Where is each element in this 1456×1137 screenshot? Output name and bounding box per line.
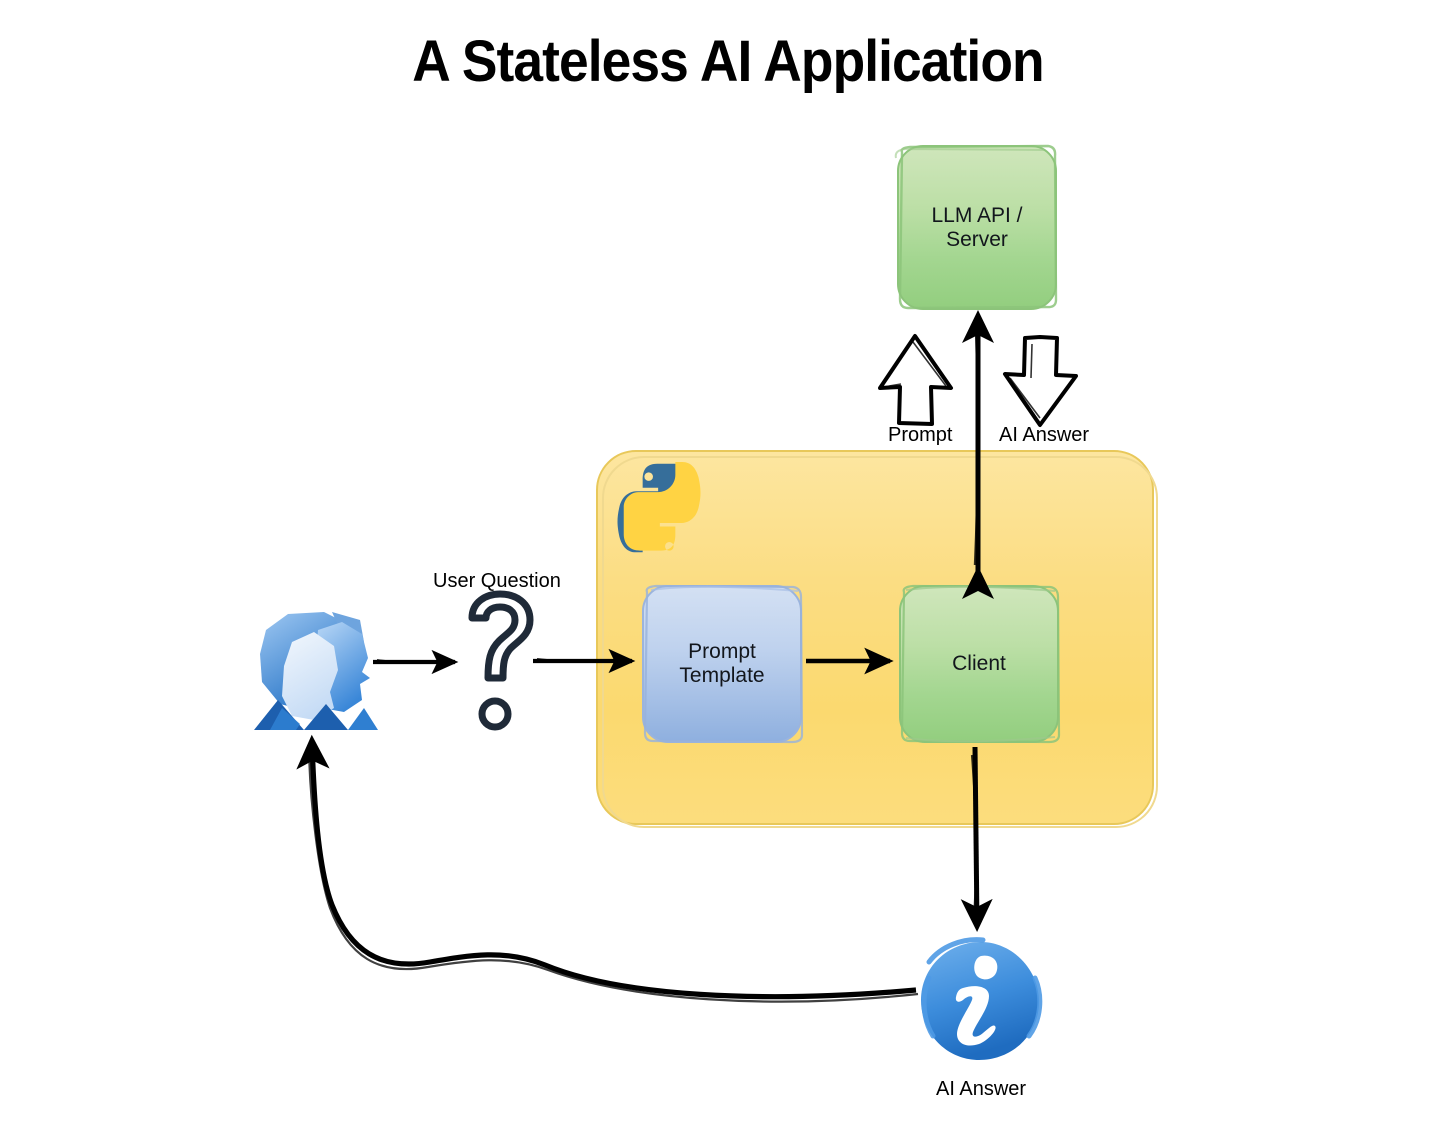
node-client[interactable]: Client (899, 585, 1059, 743)
node-prompt-template[interactable]: Prompt Template (642, 585, 802, 743)
label-ai-answer-top: AI Answer (999, 424, 1090, 446)
label-prompt: Prompt (888, 424, 953, 446)
arrow-users-to-question (373, 649, 459, 675)
outline-arrow-up-prompt (878, 334, 953, 426)
outline-arrow-down-ai-answer (1003, 335, 1078, 427)
node-llm-api-server-label: LLM API / Server (931, 203, 1023, 251)
label-user-question: User Question (433, 570, 561, 592)
page-title: A Stateless AI Application (412, 29, 1044, 94)
node-llm-api-server[interactable]: LLM API / Server (897, 145, 1057, 310)
node-client-label: Client (952, 652, 1006, 675)
label-ai-answer-bottom: AI Answer (936, 1078, 1027, 1100)
node-prompt-template-label: Prompt Template (679, 640, 765, 687)
